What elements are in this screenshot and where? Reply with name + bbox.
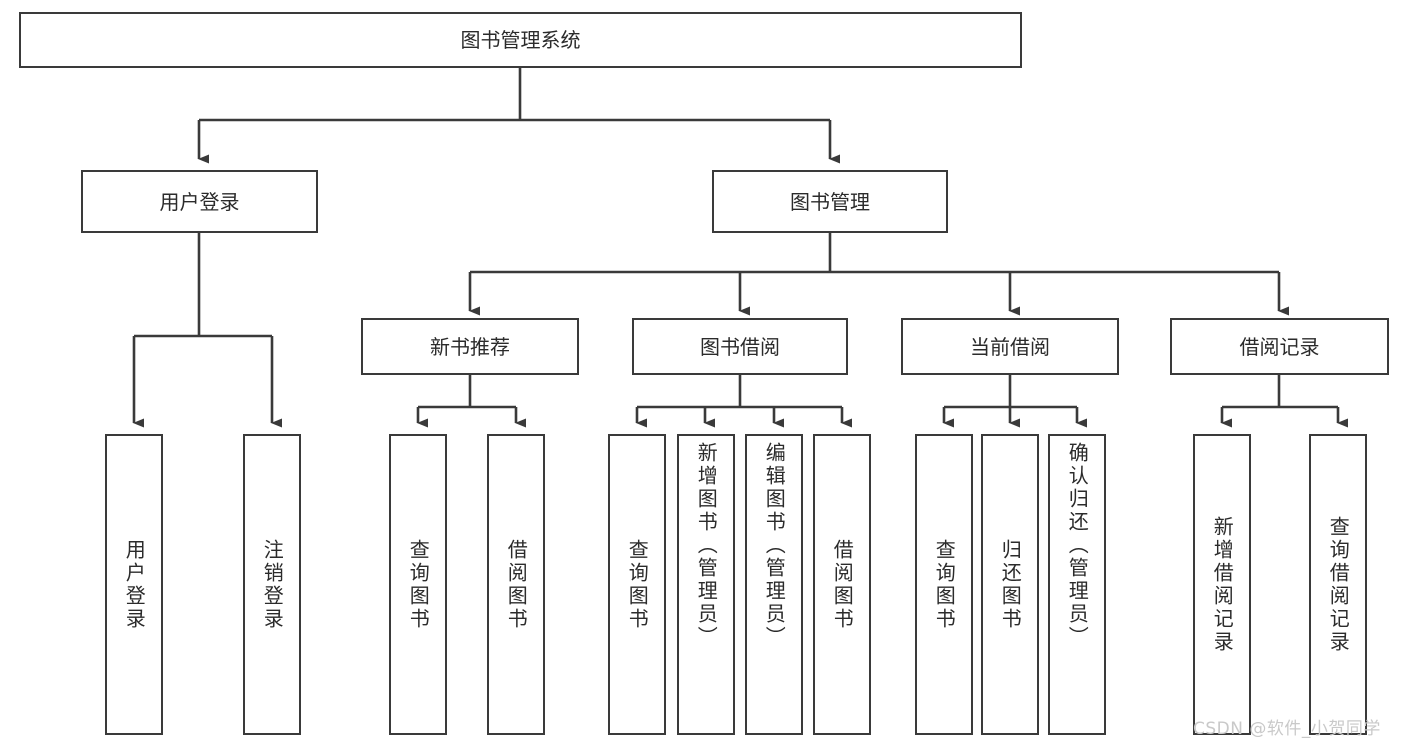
leaf-borrow-book-borrow-label: 借阅图书 (830, 538, 855, 631)
leaf-confirm-return-admin[interactable]: 确认归还（管理员） (1048, 434, 1106, 735)
leaf-add-book-admin[interactable]: 新增图书（管理员） (677, 434, 735, 735)
leaf-return-book-label: 归还图书 (998, 538, 1023, 631)
node-user-login-label: 用户登录 (159, 189, 240, 214)
node-user-login[interactable]: 用户登录 (81, 170, 318, 233)
leaf-add-borrow-record-label: 新增借阅记录 (1210, 515, 1235, 654)
leaf-user-login-label: 用户登录 (122, 538, 147, 631)
node-book-management-label: 图书管理 (790, 189, 870, 214)
leaf-confirm-return-admin-label: 确认归还（管理员） (1065, 442, 1090, 649)
node-book-borrow-label: 图书借阅 (700, 334, 780, 359)
leaf-borrow-book-borrow[interactable]: 借阅图书 (813, 434, 871, 735)
leaf-borrow-book-recommend[interactable]: 借阅图书 (487, 434, 545, 735)
leaf-logout[interactable]: 注销登录 (243, 434, 301, 735)
leaf-edit-book-admin-label: 编辑图书（管理员） (762, 442, 787, 649)
leaf-user-login[interactable]: 用户登录 (105, 434, 163, 735)
leaf-add-book-admin-label: 新增图书（管理员） (694, 442, 719, 649)
node-borrow-record-label: 借阅记录 (1239, 334, 1320, 359)
leaf-query-book-current[interactable]: 查询图书 (915, 434, 973, 735)
node-new-book-recommend[interactable]: 新书推荐 (361, 318, 579, 375)
node-root[interactable]: 图书管理系统 (19, 12, 1022, 68)
leaf-query-book-current-label: 查询图书 (932, 538, 957, 631)
leaf-add-borrow-record[interactable]: 新增借阅记录 (1193, 434, 1251, 735)
node-current-borrow[interactable]: 当前借阅 (901, 318, 1119, 375)
watermark: CSDN @软件_小贺同学 (1193, 719, 1381, 739)
leaf-query-book-borrow-label: 查询图书 (625, 538, 650, 631)
leaf-query-book-recommend[interactable]: 查询图书 (389, 434, 447, 735)
leaf-query-book-recommend-label: 查询图书 (406, 538, 431, 631)
node-book-borrow[interactable]: 图书借阅 (632, 318, 848, 375)
leaf-borrow-book-recommend-label: 借阅图书 (504, 538, 529, 631)
leaf-edit-book-admin[interactable]: 编辑图书（管理员） (745, 434, 803, 735)
leaf-query-book-borrow[interactable]: 查询图书 (608, 434, 666, 735)
node-new-book-recommend-label: 新书推荐 (430, 334, 510, 359)
leaf-logout-label: 注销登录 (260, 538, 285, 631)
node-book-management[interactable]: 图书管理 (712, 170, 948, 233)
node-root-label: 图书管理系统 (460, 28, 581, 52)
node-current-borrow-label: 当前借阅 (970, 334, 1050, 359)
leaf-query-borrow-record[interactable]: 查询借阅记录 (1309, 434, 1367, 735)
leaf-return-book[interactable]: 归还图书 (981, 434, 1039, 735)
node-borrow-record[interactable]: 借阅记录 (1170, 318, 1389, 375)
leaf-query-borrow-record-label: 查询借阅记录 (1326, 515, 1351, 654)
